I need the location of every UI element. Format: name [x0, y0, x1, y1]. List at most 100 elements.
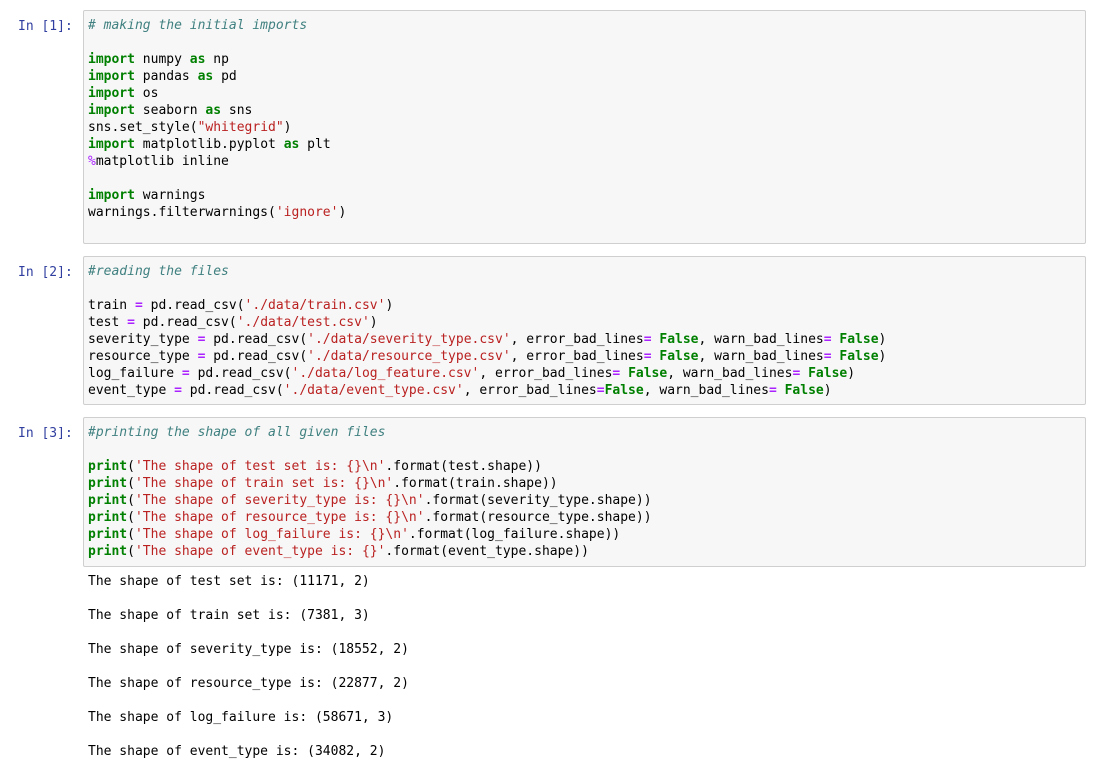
code-line: import warnings	[88, 187, 346, 204]
code-token-str: 'The shape of event_type is: {}'	[134, 544, 386, 559]
code-token-kw: False	[628, 366, 668, 381]
code-line: test = pd.read_csv('./data/test.csv')	[88, 314, 886, 331]
output-line: The shape of resource_type is: (22877, 2…	[88, 676, 409, 691]
code-token-plain: .format(severity_type.shape))	[424, 493, 652, 508]
code-token-op: =	[174, 383, 182, 398]
code-token-plain: .format(event_type.shape))	[385, 544, 589, 559]
code-token-kw: print	[88, 459, 128, 474]
code-token-op: =	[596, 383, 605, 398]
code-line: import pandas as pd	[88, 68, 346, 85]
code-line	[88, 441, 652, 458]
code-token-op: =	[181, 366, 190, 381]
code-token-str: './data/train.csv'	[244, 298, 386, 313]
code-line: print('The shape of event_type is: {}'.f…	[88, 543, 652, 560]
code-line: print('The shape of severity_type is: {}…	[88, 492, 652, 509]
code-token-kw: as	[189, 52, 206, 67]
code-token-kw: False	[784, 383, 824, 398]
code-line: #reading the files	[88, 263, 886, 280]
code-token-plain: (	[127, 527, 135, 542]
code-token-plain	[620, 366, 628, 381]
code-token-kw: print	[88, 476, 128, 491]
output-line: The shape of log_failure is: (58671, 3)	[88, 710, 394, 725]
cell-prompt: In [1]:	[18, 19, 73, 34]
code-token-plain	[777, 383, 785, 398]
code-token-plain: (	[127, 510, 135, 525]
code-line: # making the initial imports	[88, 17, 346, 34]
code-token-str: "whitegrid"	[197, 120, 284, 135]
code-line: print('The shape of test set is: {}\n'.f…	[88, 458, 652, 475]
code-line: print('The shape of resource_type is: {}…	[88, 509, 652, 526]
code-line: import matplotlib.pyplot as plt	[88, 136, 346, 153]
output-line	[88, 692, 409, 709]
code-token-plain: )	[878, 349, 887, 364]
code-token-kw: import	[88, 103, 135, 118]
code-token-plain: os	[134, 86, 159, 101]
code-token-op: =	[823, 349, 832, 364]
code-token-kw: False	[808, 366, 848, 381]
code-line: import os	[88, 85, 346, 102]
code-line: import seaborn as sns	[88, 102, 346, 119]
code-token-kw: print	[88, 493, 128, 508]
output-line	[88, 624, 409, 641]
code-token-plain: pd.read_csv(	[205, 332, 308, 347]
code-token-plain: sns	[221, 103, 253, 118]
code-token-plain: pd.read_csv(	[142, 298, 245, 313]
code-token-plain: matplotlib.pyplot	[134, 137, 284, 152]
code-token-plain: np	[205, 52, 229, 67]
code-token-plain: .format(test.shape))	[385, 459, 542, 474]
code-token-plain: )	[385, 298, 394, 313]
code-token-str: './data/severity_type.csv'	[307, 332, 511, 347]
code-token-plain: matplotlib inline	[95, 154, 229, 169]
code-token-plain: warnings.filterwarnings(	[88, 205, 276, 220]
code-line: event_type = pd.read_csv('./data/event_t…	[88, 382, 886, 399]
code-token-kw: print	[88, 527, 128, 542]
code-line: print('The shape of train set is: {}\n'.…	[88, 475, 652, 492]
code-token-op: =	[612, 366, 621, 381]
code-token-plain: seaborn	[134, 103, 206, 118]
code-token-plain: , error_bad_lines	[510, 332, 644, 347]
code-token-plain: plt	[299, 137, 331, 152]
code-token-plain: )	[283, 120, 292, 135]
code-token-plain: , warn_bad_lines	[667, 366, 793, 381]
code-token-op: =	[197, 332, 206, 347]
output-line	[88, 590, 409, 607]
code-token-str: './data/event_type.csv'	[283, 383, 464, 398]
code-input-area[interactable]: #printing the shape of all given files pr…	[83, 417, 1086, 567]
code-token-str: 'The shape of resource_type is: {}\n'	[134, 510, 425, 525]
code-line: resource_type = pd.read_csv('./data/reso…	[88, 348, 886, 365]
code-line: severity_type = pd.read_csv('./data/seve…	[88, 331, 886, 348]
code-token-plain: pd	[213, 69, 237, 84]
code-input-area[interactable]: # making the initial imports import numpy…	[83, 10, 1086, 244]
code-line: log_failure = pd.read_csv('./data/log_fe…	[88, 365, 886, 382]
code-token-plain: , warn_bad_lines	[698, 332, 824, 347]
code-line	[88, 280, 886, 297]
code-token-kw: False	[659, 349, 699, 364]
code-token-plain: test	[88, 315, 128, 330]
code-token-plain: )	[369, 315, 378, 330]
code-token-plain: log_failure	[88, 366, 182, 381]
code-token-plain: sns.set_style(	[88, 120, 198, 135]
code-token-plain: .format(resource_type.shape))	[424, 510, 652, 525]
code-token-plain: numpy	[134, 52, 190, 67]
code-token-str: './data/resource_type.csv'	[307, 349, 511, 364]
code-token-plain: pd.read_csv(	[134, 315, 237, 330]
code-token-str: 'The shape of test set is: {}\n'	[134, 459, 386, 474]
code-token-kw: False	[839, 349, 879, 364]
code-line: %matplotlib inline	[88, 153, 346, 170]
code-token-op: =	[197, 349, 206, 364]
code-line: #printing the shape of all given files	[88, 424, 652, 441]
code-line: import numpy as np	[88, 51, 346, 68]
code-token-comment: # making the initial imports	[88, 18, 308, 33]
code-token-plain: warnings	[134, 188, 206, 203]
code-token-kw: as	[283, 137, 300, 152]
output-line: The shape of test set is: (11171, 2)	[88, 574, 370, 589]
code-token-plain: pd.read_csv(	[205, 349, 308, 364]
code-token-plain: , error_bad_lines	[479, 366, 613, 381]
code-token-plain	[800, 366, 808, 381]
output-line: The shape of severity_type is: (18552, 2…	[88, 642, 409, 657]
code-token-kw: import	[88, 69, 135, 84]
code-token-kw: False	[839, 332, 879, 347]
code-token-comment: #reading the files	[88, 264, 229, 279]
code-token-str: 'The shape of severity_type is: {}\n'	[134, 493, 425, 508]
